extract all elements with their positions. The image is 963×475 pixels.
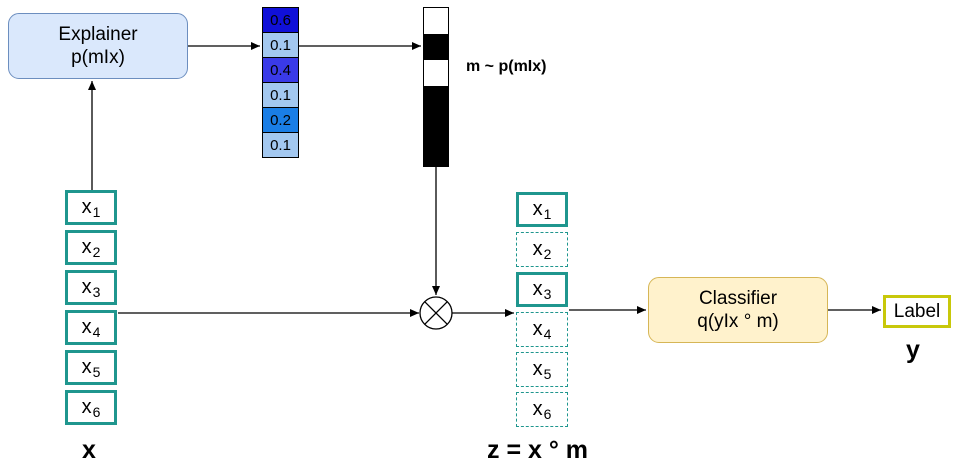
feature-index: 4 <box>92 323 101 340</box>
classifier-formula: q(yIx ° m) <box>697 311 779 332</box>
probability-cell: 0.1 <box>262 82 299 108</box>
classifier-node: Classifier q(yIx ° m) <box>648 277 828 343</box>
feature-base: x <box>532 398 543 420</box>
mask-segment <box>424 34 448 61</box>
feature-index: 3 <box>543 285 552 302</box>
mask-segment <box>424 60 448 87</box>
mask-segment <box>424 8 448 35</box>
mask-label: m ~ p(mIx) <box>466 58 547 75</box>
feature-index: 6 <box>543 405 552 422</box>
mask-segment <box>424 86 448 113</box>
probability-cell: 0.6 <box>262 7 299 33</box>
explainer-node: Explainer p(mIx) <box>8 13 188 79</box>
feature-index: 5 <box>543 365 552 382</box>
label-box: Label <box>883 295 951 328</box>
mask-segment <box>424 112 448 139</box>
feature-index: 6 <box>92 403 101 420</box>
feature-base: x <box>81 396 92 418</box>
feature-base: x <box>532 358 543 380</box>
output-y-label: y <box>906 336 920 364</box>
probability-cell: 0.1 <box>262 132 299 158</box>
feature-index: 2 <box>543 245 552 262</box>
feature-index: 1 <box>543 205 552 222</box>
feature-base: x <box>81 276 92 298</box>
feature-index: 2 <box>92 243 101 260</box>
feature-base: x <box>81 356 92 378</box>
explainer-formula: p(mIx) <box>71 47 125 68</box>
mask-column <box>423 7 449 167</box>
feature-base: x <box>532 278 543 300</box>
feature-base: x <box>532 318 543 340</box>
mask-segment <box>424 138 448 165</box>
input-label: x <box>82 436 96 464</box>
feature-base: x <box>532 198 543 220</box>
probability-cell: 0.1 <box>262 32 299 58</box>
explainer-title: Explainer <box>58 24 138 45</box>
feature-base: x <box>532 238 543 260</box>
feature-index: 4 <box>543 325 552 342</box>
probability-cell: 0.2 <box>262 107 299 133</box>
probability-cell: 0.4 <box>262 57 299 83</box>
feature-base: x <box>81 196 92 218</box>
output-label: z = x ° m <box>487 436 589 464</box>
feature-base: x <box>81 236 92 258</box>
feature-index: 3 <box>92 283 101 300</box>
feature-base: x <box>81 316 92 338</box>
multiply-operator <box>419 296 453 330</box>
classifier-title: Classifier <box>698 288 778 309</box>
feature-index: 1 <box>92 203 101 220</box>
feature-index: 5 <box>92 363 101 380</box>
